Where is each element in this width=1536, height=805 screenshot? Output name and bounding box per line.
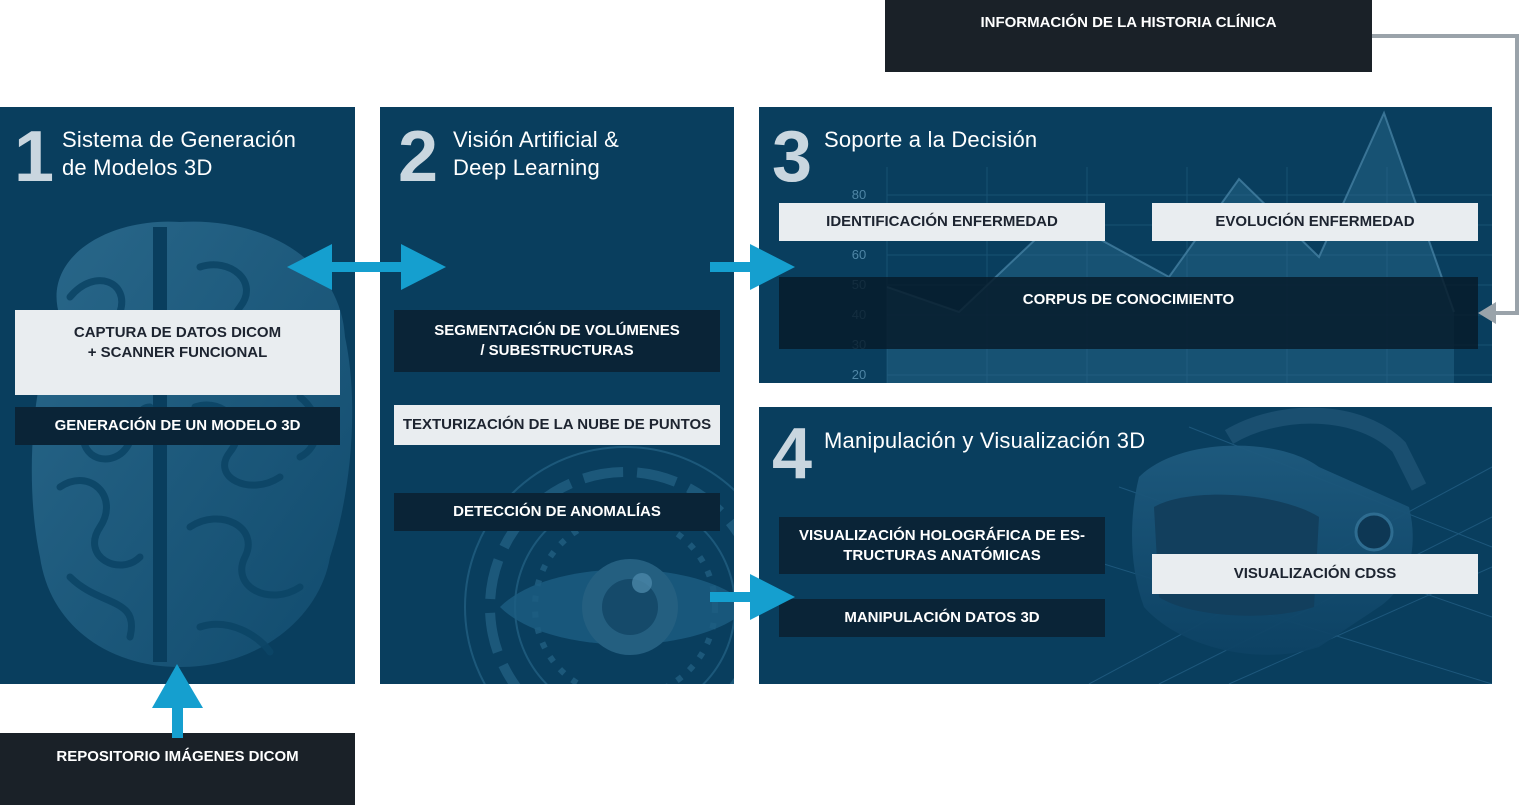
up-arrow-icon — [152, 664, 203, 738]
chart-tick: 80 — [852, 187, 866, 202]
dicom-repository-box: REPOSITORIO IMÁGENES DICOM — [0, 733, 355, 805]
disease-identification-box: IDENTIFICACIÓN ENFERMEDAD — [779, 203, 1105, 241]
holographic-visualization-box: VISUALIZACIÓN HOLOGRÁFICA DE ES- TRUCTUR… — [779, 517, 1105, 574]
eye-illustration — [464, 446, 734, 684]
panel-manipulation-visualization: 4 Manipulación y Visualización 3D VISUAL… — [759, 407, 1492, 684]
panel-title: Soporte a la Decisión — [824, 127, 1038, 152]
segmentation-box: SEGMENTACIÓN DE VOLÚMENES / SUBESTRUCTUR… — [394, 310, 720, 372]
right-arrow-icon — [710, 244, 795, 290]
right-arrow-icon — [710, 574, 795, 620]
panel-3d-model-generation: 1 Sistema de Generación de Modelos 3D CA… — [0, 107, 355, 684]
texturization-box: TEXTURIZACIÓN DE LA NUBE DE PUNTOS — [394, 405, 720, 445]
panel-title: Sistema de Generación de Modelos 3D — [62, 127, 297, 180]
panel-title: Manipulación y Visualización 3D — [824, 428, 1146, 453]
knowledge-corpus-box: CORPUS DE CONOCIMIENTO — [779, 277, 1478, 349]
3d-data-manipulation-box: MANIPULACIÓN DATOS 3D — [779, 599, 1105, 637]
anomaly-detection-box: DETECCIÓN DE ANOMALÍAS — [394, 493, 720, 531]
double-arrow-icon — [287, 244, 446, 290]
3d-model-generation-box: GENERACIÓN DE UN MODELO 3D — [15, 407, 340, 445]
dicom-capture-box: CAPTURA DE DATOS DICOM + SCANNER FUNCION… — [15, 310, 340, 395]
panel-computer-vision: 2 Visión Artificial & Deep Learning SEGM… — [380, 107, 734, 684]
panel-number: 3 — [772, 117, 813, 197]
clinical-history-box: INFORMACIÓN DE LA HISTORIA CLÍNICA — [885, 0, 1372, 72]
connector-arrowhead-icon — [1478, 302, 1496, 324]
panel-number: 1 — [14, 117, 55, 197]
cdss-visualization-box: VISUALIZACIÓN CDSS — [1152, 554, 1478, 594]
chart-tick: 20 — [852, 367, 866, 382]
clinical-history-label: INFORMACIÓN DE LA HISTORIA CLÍNICA — [980, 14, 1277, 31]
disease-evolution-box: EVOLUCIÓN ENFERMEDAD — [1152, 203, 1478, 241]
clinical-history-connector — [1372, 34, 1519, 315]
panel-decision-support: 80 60 50 40 30 20 3 Soporte a la Decisió… — [759, 107, 1492, 383]
panel-title: Visión Artificial & Deep Learning — [453, 127, 620, 180]
panel-number: 4 — [772, 414, 813, 494]
dicom-repository-label: REPOSITORIO IMÁGENES DICOM — [56, 748, 299, 765]
chart-tick: 60 — [852, 247, 866, 262]
panel-number: 2 — [398, 117, 439, 197]
